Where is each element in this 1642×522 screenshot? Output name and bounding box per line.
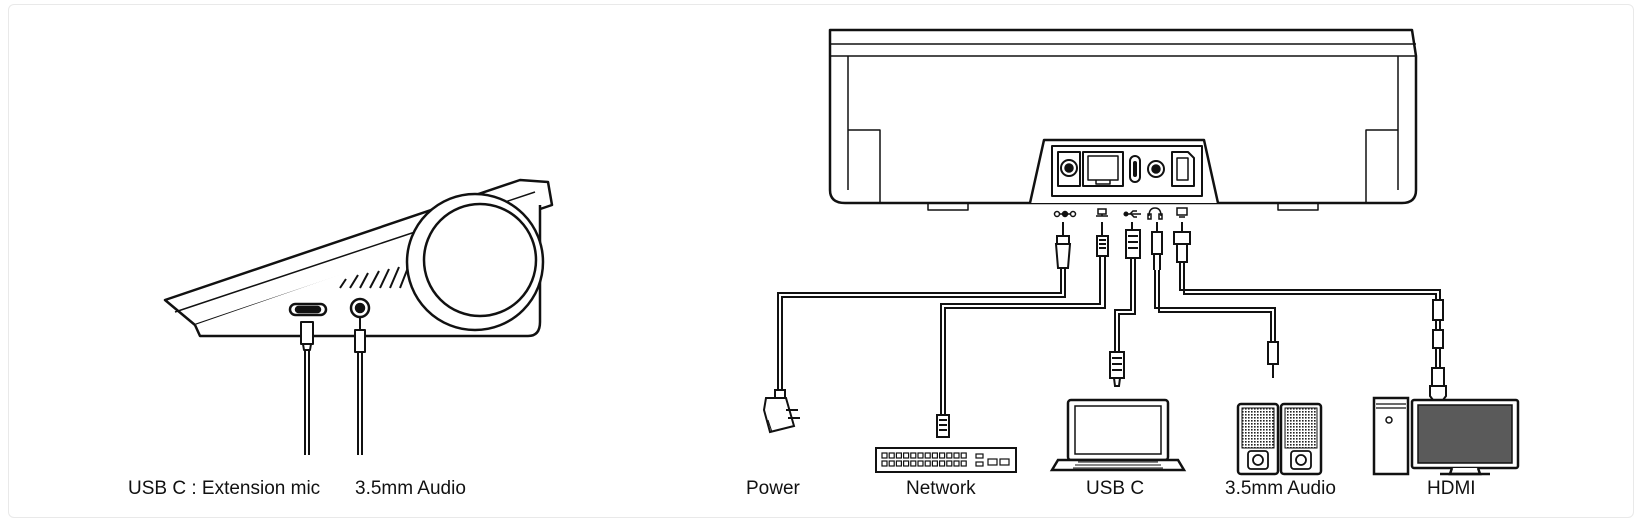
switch-port xyxy=(946,460,953,467)
dc-symbol-icon xyxy=(1053,210,1077,218)
label-usb-c-extension-mic: USB C : Extension mic xyxy=(128,478,321,499)
cables xyxy=(762,222,1447,438)
switch-port xyxy=(888,460,895,467)
rj45-port xyxy=(1082,151,1124,187)
laptop xyxy=(1049,398,1187,472)
label-network: Network xyxy=(906,478,976,499)
audio-cable-side xyxy=(354,318,366,455)
switch-port xyxy=(881,452,888,459)
switch-port xyxy=(895,460,903,467)
switch-port xyxy=(931,452,939,459)
monitor xyxy=(1410,398,1520,476)
label-usb-c: USB C xyxy=(1086,478,1145,499)
speaker-left xyxy=(1236,402,1280,476)
hdmi-port-rear xyxy=(1171,151,1195,187)
switch-port xyxy=(924,460,931,467)
label-power: Power xyxy=(746,478,800,499)
keyboard xyxy=(1073,461,1163,469)
display-symbol-icon xyxy=(1176,207,1188,218)
switch-port xyxy=(931,460,939,467)
audio-cable xyxy=(1151,222,1279,378)
speaker-right xyxy=(1279,402,1323,476)
switch-port xyxy=(888,452,895,459)
switch-ports xyxy=(881,452,967,467)
device-side-view xyxy=(163,178,554,455)
switch-port xyxy=(960,452,967,459)
audio-port-rear xyxy=(1147,160,1165,178)
switch-port xyxy=(910,460,917,467)
switch-port xyxy=(895,452,903,459)
switch-port xyxy=(953,460,960,467)
speaker-ring-side xyxy=(405,192,545,332)
port-icons xyxy=(1053,207,1188,220)
device-rear-view xyxy=(828,28,1418,211)
desktop-computer xyxy=(1372,396,1520,476)
speakers xyxy=(1236,402,1323,476)
headset-symbol-icon xyxy=(1147,207,1163,220)
switch-port xyxy=(881,460,888,467)
usb-c-cable-side xyxy=(300,321,314,455)
dc-power-port xyxy=(1057,151,1081,187)
network-symbol-icon xyxy=(1096,208,1108,217)
network-switch xyxy=(875,447,1017,473)
switch-port xyxy=(924,452,931,459)
usb-c-cable xyxy=(1109,222,1141,387)
power-cable xyxy=(762,222,1072,434)
switch-port xyxy=(938,452,946,459)
switch-port xyxy=(902,452,910,459)
hdmi-cable xyxy=(1173,222,1447,401)
pc-tower xyxy=(1372,396,1410,476)
vent-slots xyxy=(339,264,410,289)
switch-port xyxy=(917,460,924,467)
switch-port xyxy=(902,460,910,467)
network-cable xyxy=(936,222,1109,438)
switch-port xyxy=(910,452,917,459)
usb-symbol-icon xyxy=(1123,210,1141,218)
switch-port xyxy=(960,460,967,467)
label-3-5mm-audio-right: 3.5mm Audio xyxy=(1225,478,1336,499)
switch-port xyxy=(953,452,960,459)
label-hdmi: HDMI xyxy=(1427,478,1476,499)
switch-port xyxy=(917,452,924,459)
diagram-frame xyxy=(8,4,1634,518)
switch-port xyxy=(946,452,953,459)
label-3-5mm-audio-left: 3.5mm Audio xyxy=(355,478,466,499)
usb-c-port-rear xyxy=(1129,155,1141,183)
switch-port xyxy=(938,460,946,467)
